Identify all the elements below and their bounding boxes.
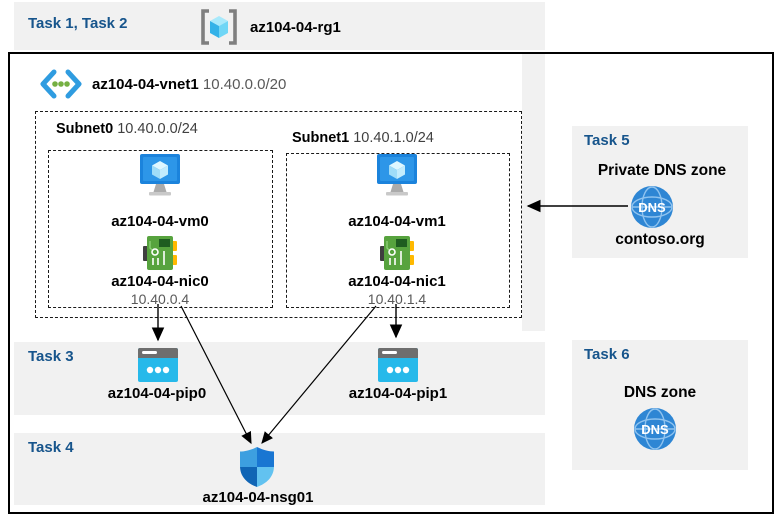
nic1-icon xyxy=(378,234,416,272)
diagram-frame xyxy=(8,52,774,514)
private-dns-zone-name: contoso.org xyxy=(615,231,705,248)
dns-zone-icon: DNS xyxy=(633,407,677,451)
task6-label: Task 6 xyxy=(584,346,630,363)
nic0-icon xyxy=(141,234,179,272)
subnet1-box xyxy=(286,153,510,308)
nic1-name: az104-04-nic1 xyxy=(348,273,446,290)
nic0-ip: 10.40.0.4 xyxy=(130,291,190,307)
task4-label: Task 4 xyxy=(28,439,74,456)
nsg-shield-icon xyxy=(240,447,274,487)
vm1-icon xyxy=(374,154,420,204)
vnet-right-shading xyxy=(522,54,545,331)
task12-label: Task 1, Task 2 xyxy=(28,15,128,32)
subnet0-title: Subnet0 10.40.0.0/24 xyxy=(56,121,198,137)
subnet0-name: Subnet0 xyxy=(56,121,114,137)
virtual-network-icon xyxy=(38,68,84,100)
subnets-container xyxy=(35,111,522,318)
dns-zone-icon-text: DNS xyxy=(641,422,669,437)
private-dns-icon-text: DNS xyxy=(638,200,666,215)
pip1-name: az104-04-pip1 xyxy=(348,385,448,402)
task5-label: Task 5 xyxy=(584,132,630,149)
vm0-name: az104-04-vm0 xyxy=(111,213,209,230)
subnet1-title: Subnet1 10.40.1.0/24 xyxy=(292,130,434,146)
vnet-cidr: 10.40.0.0/20 xyxy=(202,76,287,93)
pip1-icon xyxy=(378,348,418,382)
resource-group-name: az104-04-rg1 xyxy=(250,19,341,36)
nic1-ip: 10.40.1.4 xyxy=(367,291,427,307)
private-dns-icon: DNS xyxy=(630,185,674,229)
task12-band xyxy=(14,2,545,50)
task3-band xyxy=(14,342,545,415)
pip0-icon xyxy=(138,348,178,382)
subnet0-cidr: 10.40.0.0/24 xyxy=(117,121,198,137)
vm1-name: az104-04-vm1 xyxy=(348,213,446,230)
vm0-icon xyxy=(137,154,183,204)
subnet1-cidr: 10.40.1.0/24 xyxy=(353,130,434,146)
subnet0-box xyxy=(48,150,273,308)
vnet-name: az104-04-vnet1 xyxy=(92,76,199,93)
subnet1-name: Subnet1 xyxy=(292,130,350,146)
nsg-name: az104-04-nsg01 xyxy=(202,489,314,506)
resource-group-icon xyxy=(198,9,240,45)
private-dns-zone-title: Private DNS zone xyxy=(597,162,727,179)
pip0-name: az104-04-pip0 xyxy=(107,385,207,402)
vnet-title: az104-04-vnet1 10.40.0.0/20 xyxy=(92,76,286,93)
task4-band xyxy=(14,433,545,505)
dns-zone-title: DNS zone xyxy=(623,384,697,401)
task3-label: Task 3 xyxy=(28,348,74,365)
nic0-name: az104-04-nic0 xyxy=(111,273,209,290)
